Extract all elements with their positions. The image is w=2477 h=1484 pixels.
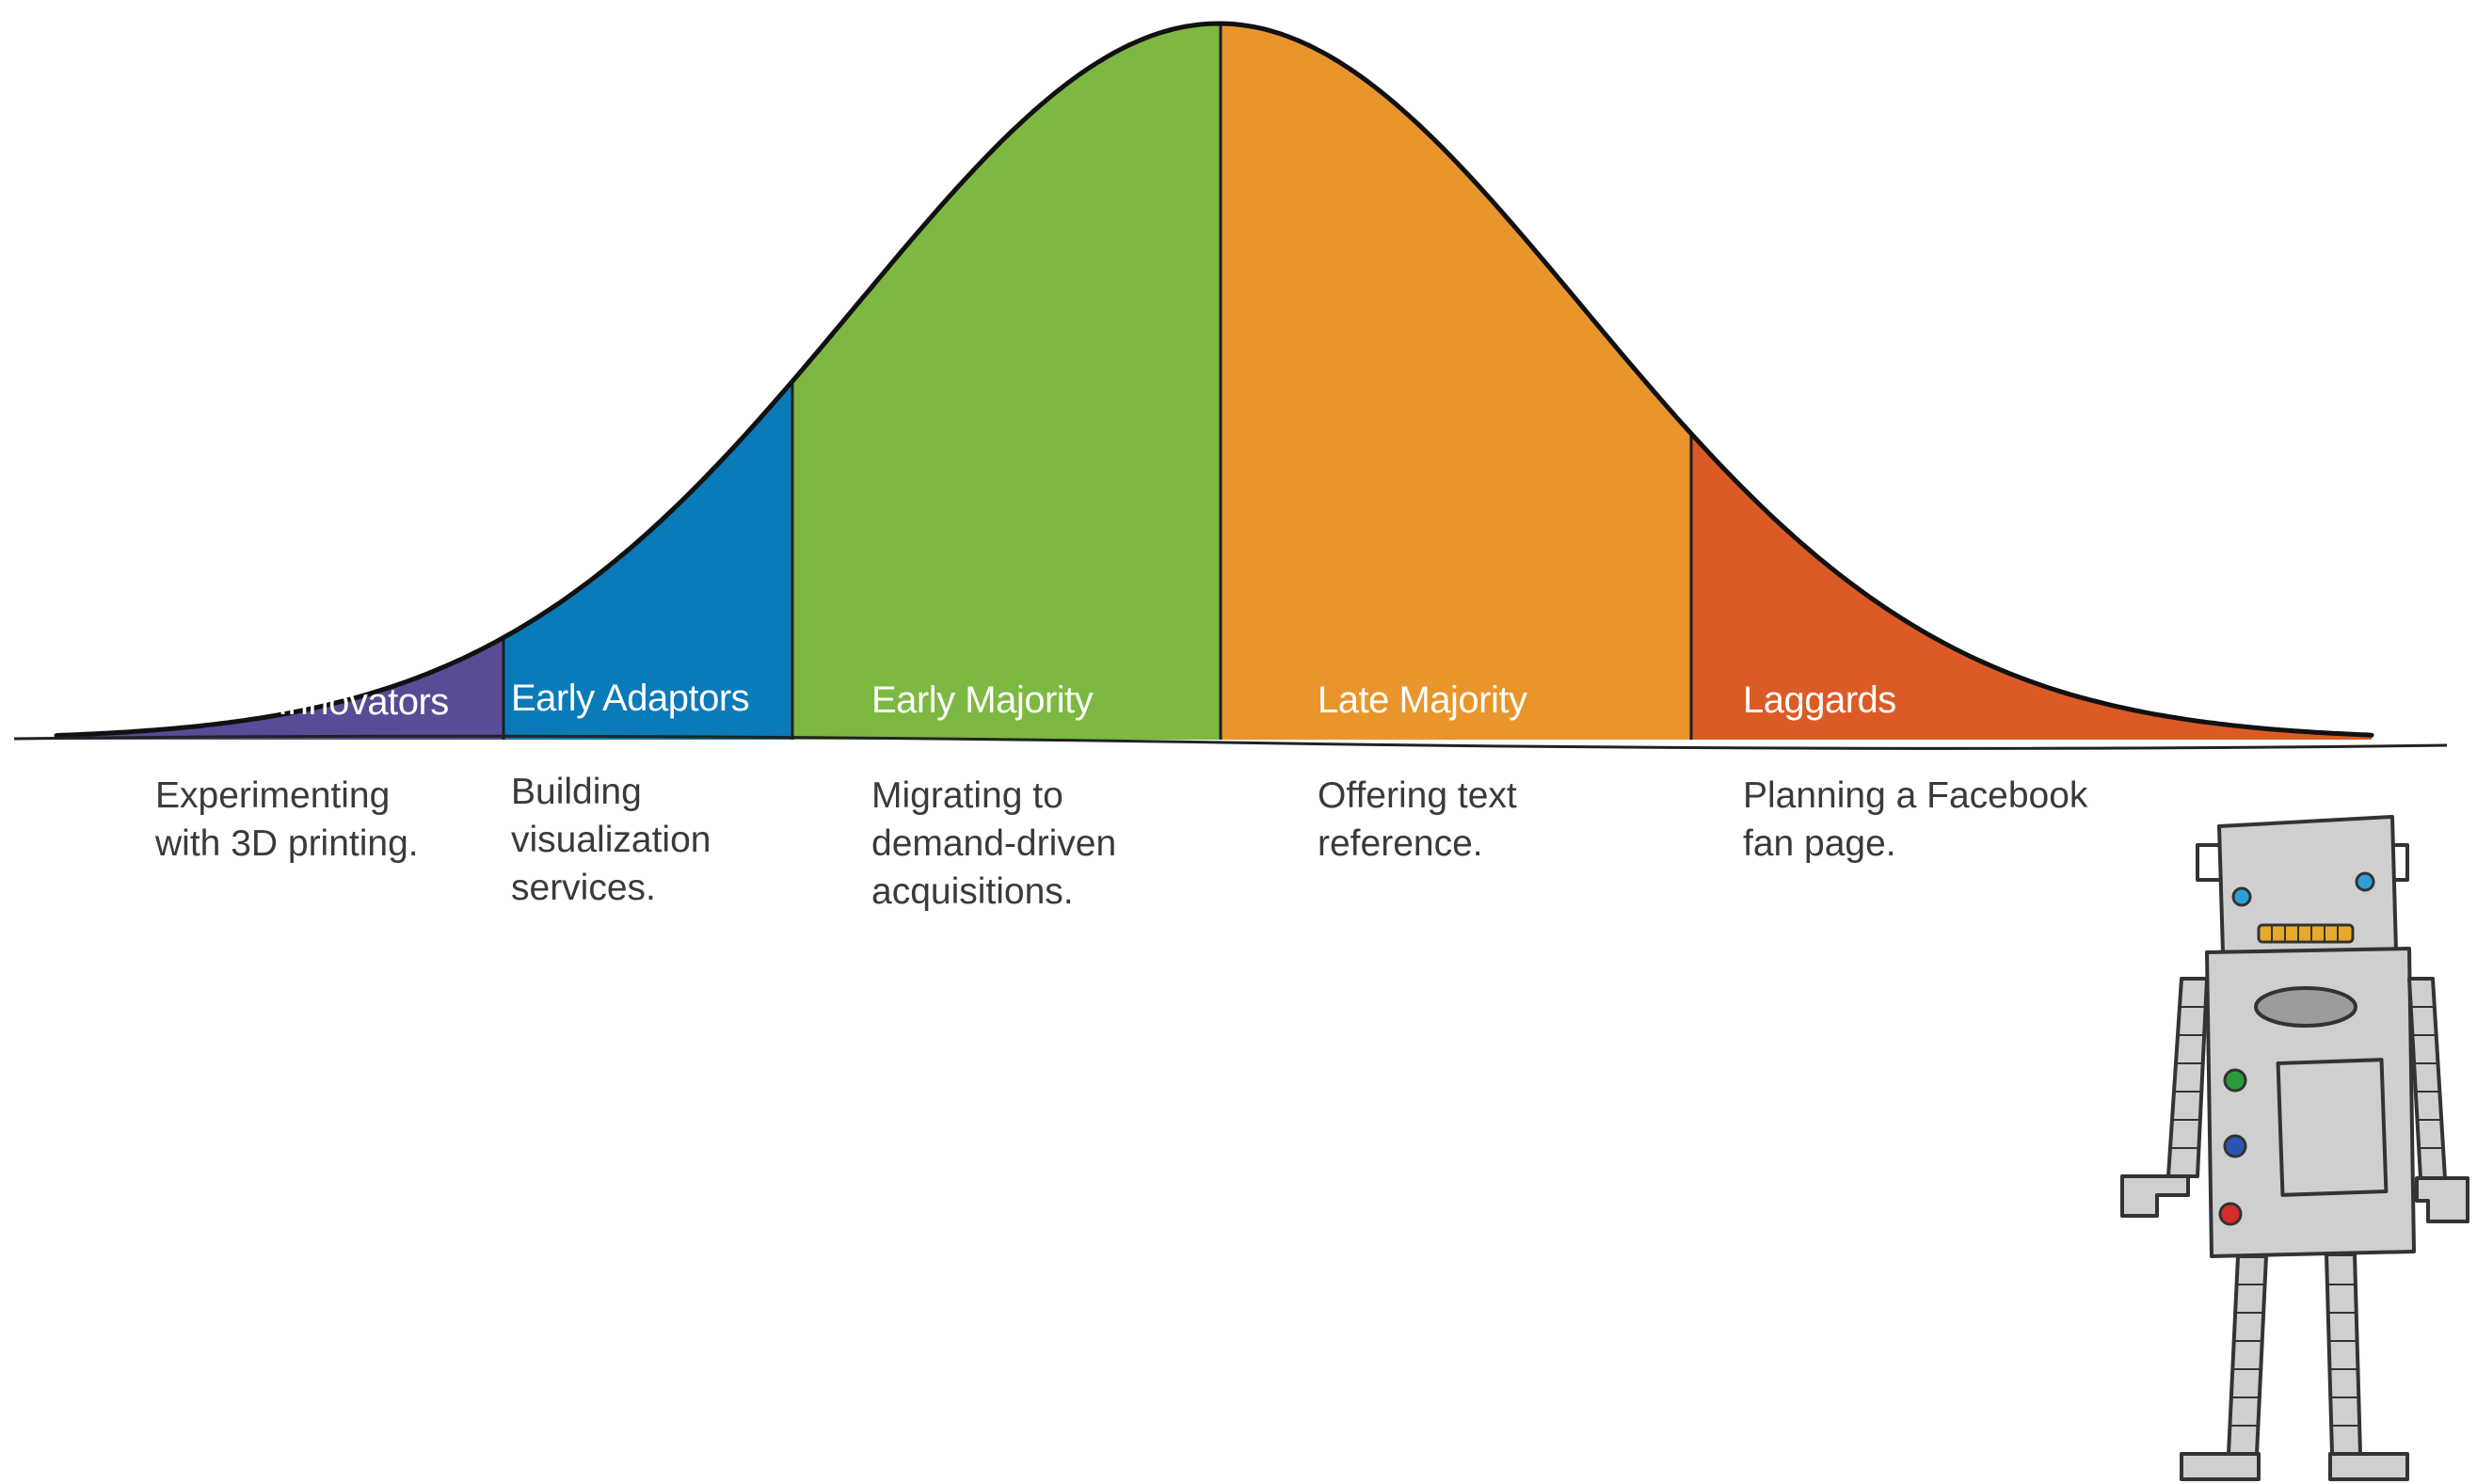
- segment-early-adaptors: [503, 24, 792, 740]
- robot-leg-left: [2227, 1254, 2268, 1456]
- robot-hand-right: [2415, 1176, 2469, 1223]
- segment-late-majority: [1221, 24, 1691, 740]
- description-line: Offering text: [1318, 775, 1517, 816]
- description-line: reference.: [1318, 823, 1483, 864]
- description-laggards: Planning a Facebook fan page.: [1743, 772, 2087, 868]
- description-early-adaptors: Building visualization services.: [511, 768, 711, 912]
- segment-early-majority: [792, 24, 1221, 740]
- robot-button-blue: [2223, 1134, 2247, 1158]
- segment-label-innovators: Innovators: [278, 681, 449, 723]
- description-late-majority: Offering text reference.: [1318, 772, 1517, 868]
- segment-laggards: [1691, 24, 2372, 740]
- segment-dividers: [502, 24, 1693, 740]
- bell-curve-outline: [54, 21, 2374, 739]
- curve-segments: [56, 24, 2372, 740]
- description-line: demand-driven: [871, 823, 1117, 864]
- segment-label-late-majority: Late Majority: [1318, 679, 1527, 721]
- description-line: Planning a Facebook: [1743, 775, 2088, 816]
- description-innovators: Experimenting with 3D printing.: [155, 772, 419, 868]
- description-line: Experimenting: [155, 775, 391, 816]
- segment-innovators: [56, 24, 503, 740]
- description-line: fan page.: [1743, 823, 1896, 864]
- robot-antenna-right: [2384, 843, 2409, 882]
- segment-label-early-majority: Early Majority: [871, 679, 1094, 721]
- robot-foot-right: [2328, 1452, 2409, 1481]
- description-line: services.: [511, 868, 656, 908]
- description-line: acquisitions.: [871, 871, 1074, 912]
- robot-mouth: [2257, 923, 2355, 944]
- robot-hand-left: [2120, 1174, 2190, 1218]
- robot-antenna-left: [2196, 843, 2223, 882]
- baseline: [13, 734, 2448, 750]
- robot-chest-oval: [2254, 986, 2357, 1028]
- robot-arm-left: [2166, 977, 2209, 1178]
- robot-eye-right: [2355, 871, 2375, 892]
- robot-chest-panel: [2276, 1058, 2389, 1197]
- robot-eye-left: [2231, 886, 2252, 907]
- robot-foot-left: [2180, 1452, 2261, 1481]
- description-line: Building: [511, 772, 642, 812]
- description-early-majority: Migrating to demand-driven acquisitions.: [871, 772, 1116, 916]
- segment-label-laggards: Laggards: [1743, 679, 1896, 721]
- description-line: with 3D printing.: [155, 823, 419, 864]
- description-line: Migrating to: [871, 775, 1063, 816]
- description-line: visualization: [511, 820, 711, 860]
- robot-illustration: [2120, 815, 2469, 1481]
- robot-button-red: [2218, 1202, 2243, 1226]
- robot-button-green: [2223, 1068, 2247, 1093]
- segment-label-early-adaptors: Early Adaptors: [511, 678, 749, 719]
